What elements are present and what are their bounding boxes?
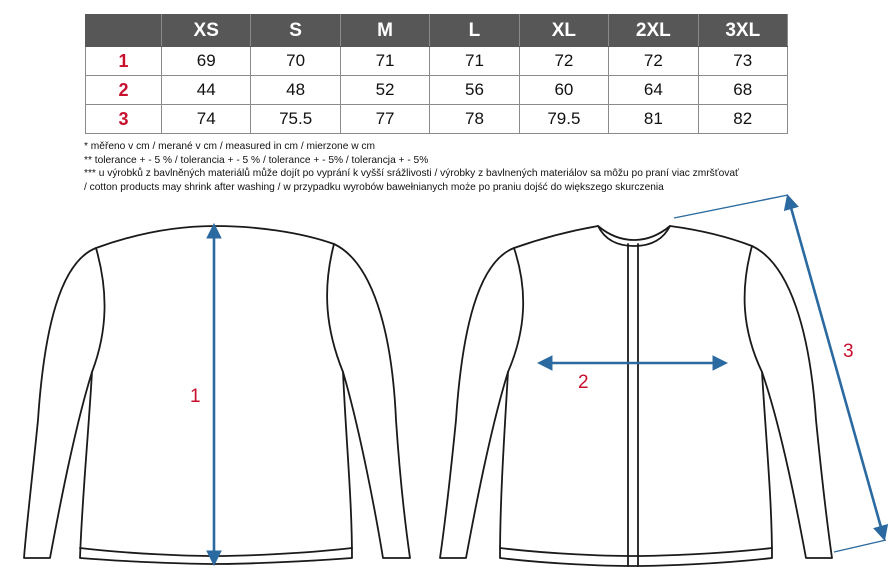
table-row: 3 74 75.5 77 78 79.5 81 82 [85, 104, 789, 134]
jacket-back-view [23, 225, 411, 565]
table-cell: 70 [250, 46, 341, 76]
table-cell: 71 [429, 46, 520, 76]
sleeve-length-arrow [783, 193, 889, 542]
size-header-row: XS S M L XL 2XL 3XL [85, 14, 789, 47]
note-shrinkage: *** u výrobků z bavlněných materiálů můž… [84, 168, 739, 180]
size-chart-table: XS S M L XL 2XL 3XL 1 69 70 71 71 72 72 … [85, 14, 789, 134]
jacket-back-outline [23, 225, 411, 565]
sleeve-extension-lines [673, 194, 887, 553]
table-cell: 75.5 [250, 104, 341, 134]
note-shrinkage-continued: / cotton products may shrink after washi… [84, 181, 664, 193]
table-cell: 79.5 [518, 104, 610, 134]
table-cell: 48 [250, 75, 341, 105]
size-notes: * měřeno v cm / merané v cm / measured i… [84, 140, 804, 194]
size-header-s: S [250, 14, 341, 47]
measure-label-2: 2 [578, 372, 589, 393]
front-hem-seam [499, 547, 773, 557]
note-measured-in-cm: * měřeno v cm / merané v cm / measured i… [84, 141, 375, 152]
row-label-2: 2 [85, 75, 162, 105]
table-cell: 52 [339, 75, 431, 105]
table-cell: 82 [697, 104, 789, 134]
table-cell: 68 [697, 75, 789, 105]
back-hem-seam [79, 547, 353, 557]
header-corner [85, 14, 162, 47]
measure-label-3: 3 [843, 341, 854, 362]
measure-label-1: 1 [190, 386, 201, 407]
front-collar-seam [597, 225, 671, 247]
table-row: 2 44 48 52 56 60 64 68 [85, 75, 789, 105]
size-header-xl: XL [518, 14, 610, 47]
table-cell: 77 [339, 104, 431, 134]
size-header-2xl: 2XL [608, 14, 699, 47]
measurement-arrows [206, 193, 889, 567]
sleeve-extension-top [673, 194, 789, 219]
back-right-armhole-seam [326, 243, 344, 373]
table-cell: 74 [160, 104, 252, 134]
table-cell: 56 [429, 75, 520, 105]
table-cell: 73 [697, 46, 789, 76]
jacket-front-view [439, 225, 833, 567]
front-right-armhole-seam [743, 245, 763, 373]
back-left-armhole-seam [91, 247, 106, 373]
table-cell: 64 [608, 75, 699, 105]
size-header-3xl: 3XL [697, 14, 789, 47]
front-left-armhole-seam [507, 247, 525, 373]
note-tolerance: ** tolerance + - 5 % / tolerancia + - 5 … [84, 154, 429, 166]
sleeve-extension-bottom [833, 539, 887, 553]
jacket-front-outline [439, 225, 833, 567]
row-label-1: 1 [85, 46, 162, 76]
row-label-3: 3 [85, 104, 162, 134]
table-cell: 78 [429, 104, 520, 134]
